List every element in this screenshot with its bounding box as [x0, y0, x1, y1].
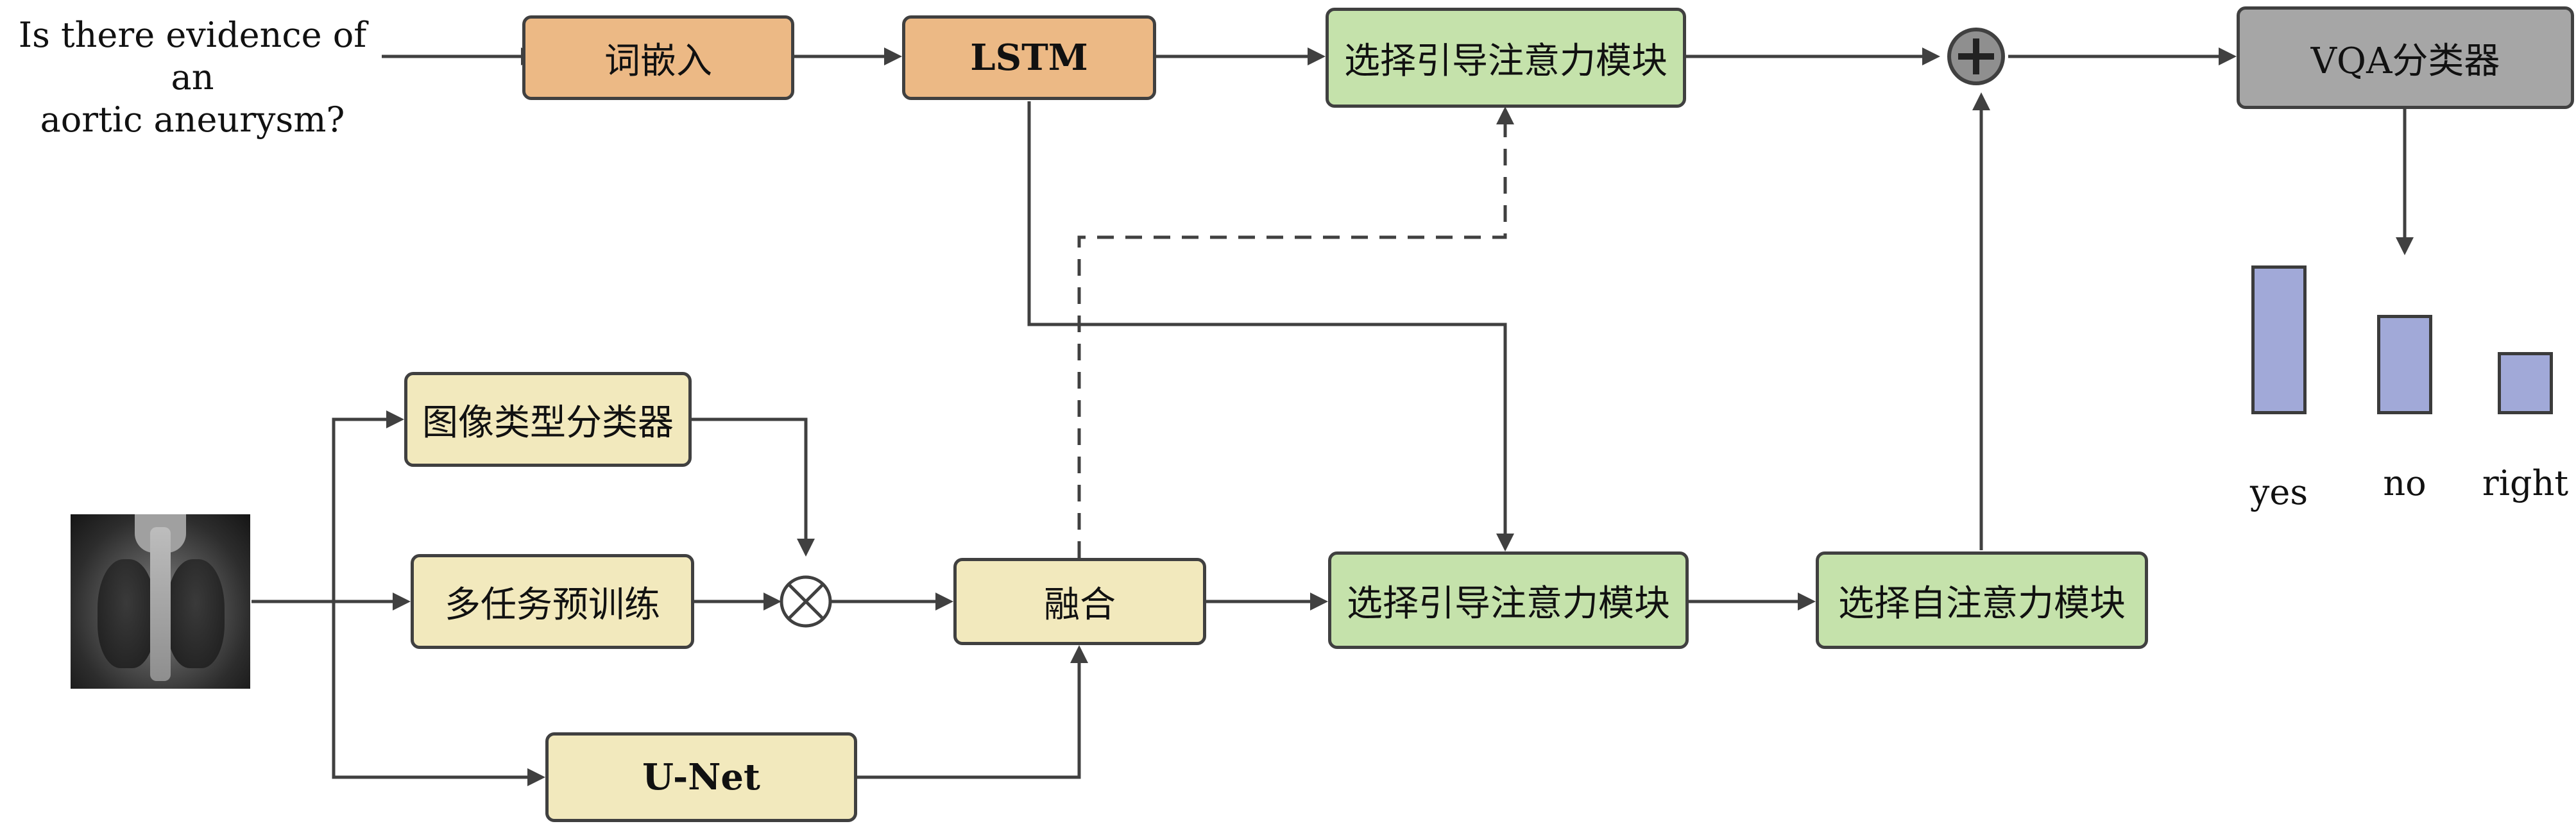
arrow-image-to-type-classifier — [332, 417, 386, 602]
arrowhead — [797, 539, 815, 557]
vqa-classifier-box: VQA分类器 — [2237, 6, 2574, 109]
xray-spine — [150, 527, 171, 681]
output-bar-right — [2498, 352, 2553, 414]
arrow-unet-to-fusion — [857, 663, 1081, 779]
arrow-lstm-to-bottom-attention — [1027, 101, 1507, 534]
dashed-arrow-fusion-to-top-attention — [1077, 124, 1507, 558]
arrowhead — [1070, 645, 1088, 663]
arrow-image-to-unet — [332, 602, 527, 779]
xray-left-lung — [98, 559, 155, 668]
arrowhead — [393, 593, 411, 610]
arrowhead — [2396, 237, 2414, 255]
unet-box: U-Net — [545, 732, 857, 822]
multitask-pretraining-box: 多任务预训练 — [411, 554, 694, 649]
question-text: Is there evidence of an aortic aneurysm? — [0, 14, 385, 141]
arrowhead — [1798, 593, 1816, 610]
arrowhead — [935, 593, 953, 610]
xray-right-lung — [167, 559, 225, 668]
arrowhead — [1922, 47, 1940, 65]
lstm-box: LSTM — [902, 15, 1156, 100]
arrowhead — [884, 47, 902, 65]
arrowhead — [1496, 106, 1514, 124]
arrowhead — [1308, 47, 1326, 65]
fusion-box: 融合 — [953, 558, 1206, 645]
image-type-classifier-box: 图像类型分类器 — [404, 372, 692, 467]
arrowhead — [386, 410, 404, 428]
chest-xray-image — [71, 514, 250, 689]
output-label-right: right — [2482, 463, 2569, 503]
arrowhead — [1496, 534, 1514, 551]
output-label-no: no — [2383, 463, 2427, 503]
guided-attention-top-box: 选择引导注意力模块 — [1326, 8, 1686, 108]
output-bar-yes — [2251, 265, 2307, 414]
product-operator — [780, 575, 832, 628]
output-bar-no — [2377, 315, 2432, 414]
arrowhead — [1310, 593, 1328, 610]
question-line-2: aortic aneurysm? — [40, 99, 345, 140]
question-line-1: Is there evidence of an — [18, 15, 367, 97]
arrowhead — [527, 768, 545, 786]
sum-operator — [1947, 28, 2005, 85]
arrowhead — [1972, 92, 1990, 110]
arrowhead — [763, 593, 781, 610]
guided-attention-bottom-box: 选择引导注意力模块 — [1328, 551, 1689, 649]
output-label-yes: yes — [2249, 472, 2308, 512]
word-embedding-box: 词嵌入 — [522, 15, 794, 100]
arrowhead — [2219, 47, 2237, 65]
self-attention-box: 选择自注意力模块 — [1816, 551, 2148, 649]
arrow-type-classifier-to-product — [692, 417, 808, 539]
